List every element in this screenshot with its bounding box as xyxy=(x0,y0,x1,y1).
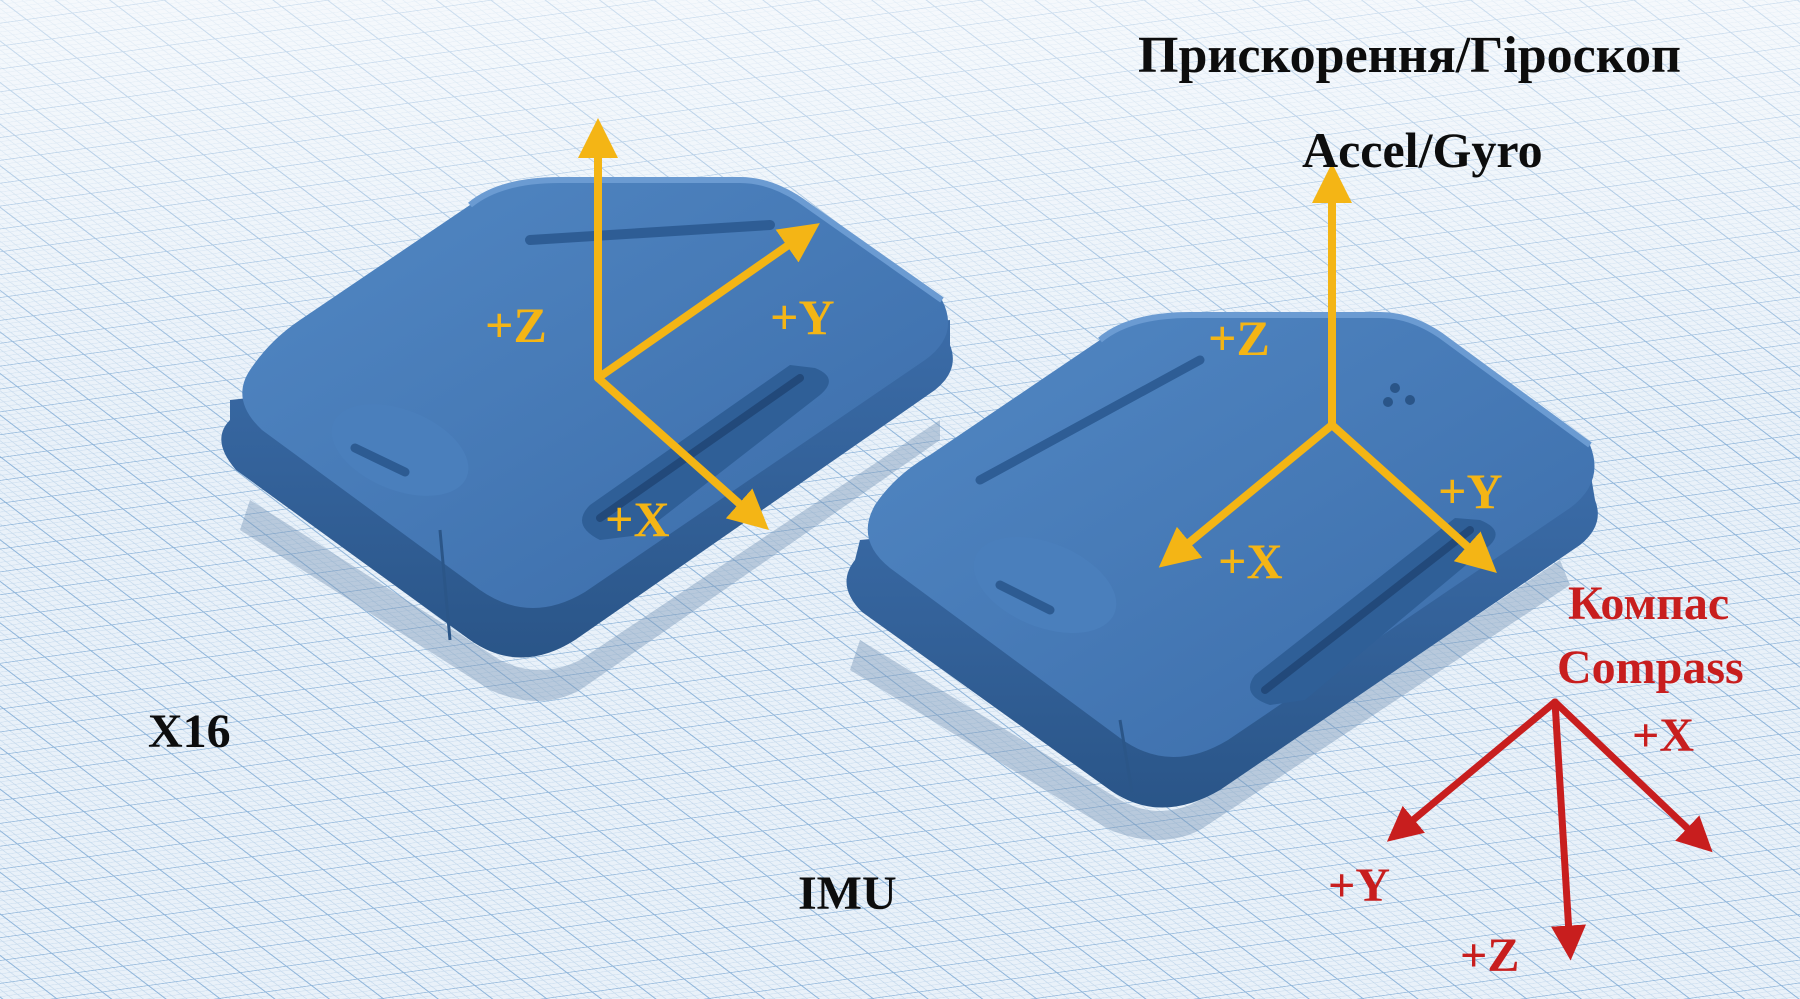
right-axis-arrows xyxy=(1158,163,1497,574)
accel-gyro-title-uk: Прискорення/Гіроскоп xyxy=(1138,27,1681,84)
left-z-label: +Z xyxy=(485,297,547,353)
imu-label: IMU xyxy=(798,867,897,920)
compass-title-en: Compass xyxy=(1557,641,1744,694)
left-y-label: +Y xyxy=(770,289,835,345)
compass-z-label: +Z xyxy=(1460,929,1520,982)
accel-gyro-title-en: Accel/Gyro xyxy=(1302,122,1543,178)
left-device xyxy=(221,177,953,701)
left-y-arrow xyxy=(594,223,820,382)
compass-x-label: +X xyxy=(1632,709,1695,762)
right-y-label: +Y xyxy=(1438,463,1503,519)
compass-y-label: +Y xyxy=(1328,859,1391,912)
right-x-label: +X xyxy=(1218,533,1283,589)
right-x-arrow xyxy=(1158,421,1336,568)
compass-z-arrow xyxy=(1551,698,1586,961)
left-axis-arrows xyxy=(578,118,820,530)
compass-x-arrow xyxy=(1551,698,1713,853)
x16-label: X16 xyxy=(148,705,231,758)
compass-title-uk: Компас xyxy=(1568,577,1730,630)
right-y-arrow xyxy=(1328,421,1497,574)
compass-y-arrow xyxy=(1386,698,1559,842)
left-x-arrow xyxy=(594,374,769,530)
right-z-label: +Z xyxy=(1208,310,1270,366)
left-x-label: +X xyxy=(605,491,670,547)
right-device xyxy=(846,312,1598,840)
compass-axis-arrows xyxy=(1386,698,1713,961)
